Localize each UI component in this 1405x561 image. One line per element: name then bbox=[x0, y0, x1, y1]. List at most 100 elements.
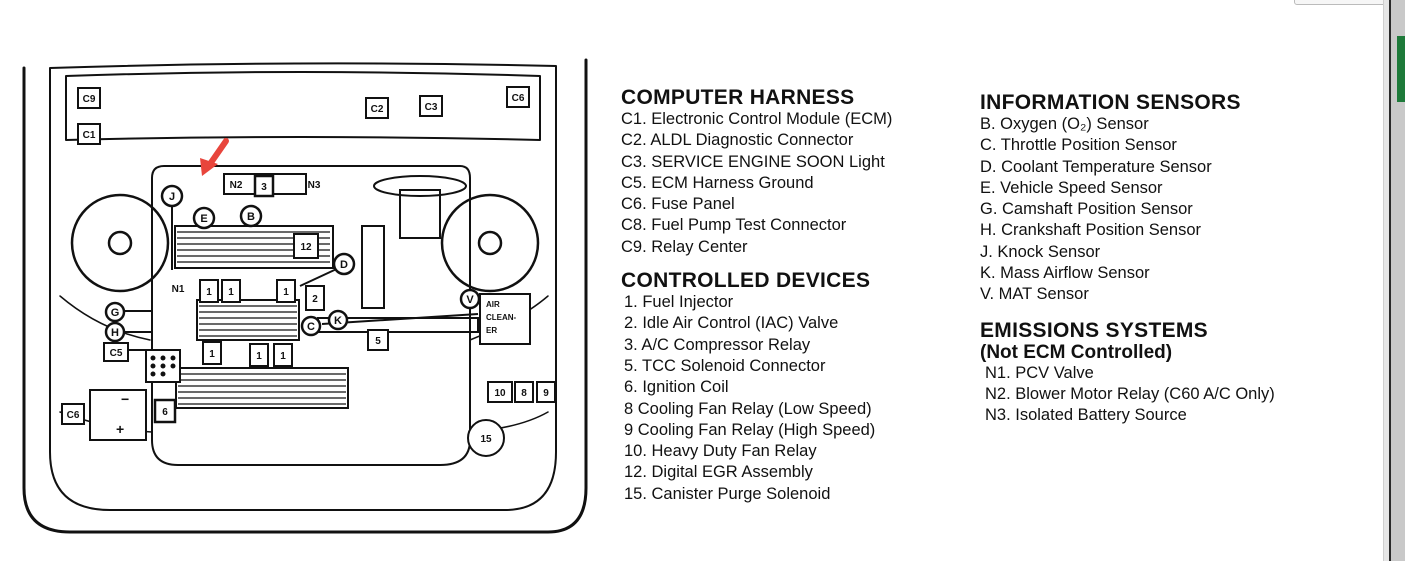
intake-manifold-lower bbox=[196, 299, 300, 341]
svg-text:H: H bbox=[111, 327, 119, 339]
svg-text:+: + bbox=[116, 421, 124, 437]
toolbar-button[interactable] bbox=[1294, 0, 1405, 5]
legend-item: K. Mass Airflow Sensor bbox=[980, 264, 1150, 283]
label-6: 6 bbox=[153, 398, 177, 424]
left-wheel-well bbox=[70, 193, 170, 293]
air-cleaner-label: AIR CLEAN- ER bbox=[479, 293, 531, 345]
scrollbar-thumb[interactable] bbox=[1389, 0, 1405, 561]
cowl-outline bbox=[65, 71, 541, 141]
label-c9: C9 bbox=[77, 87, 101, 109]
label-3: 3 bbox=[253, 174, 275, 198]
label-injector-1b: 1 bbox=[221, 279, 241, 303]
legend-item: C. Throttle Position Sensor bbox=[980, 136, 1177, 155]
computer-harness-section: COMPUTER HARNESS C1. Electronic Control … bbox=[621, 87, 892, 258]
legend-item: C8. Fuel Pump Test Connector bbox=[621, 216, 847, 235]
left-wheel-hub bbox=[107, 230, 133, 256]
emissions-systems-subheading: (Not ECM Controlled) bbox=[980, 341, 1173, 363]
sensor-c: C bbox=[300, 315, 322, 337]
label-injector-1e: 1 bbox=[249, 343, 269, 367]
legend-item: N2. Blower Motor Relay (C60 A/C Only) bbox=[985, 384, 1275, 403]
label-10: 10 bbox=[487, 381, 513, 403]
sensor-k: K bbox=[327, 309, 349, 331]
svg-text:N3: N3 bbox=[308, 180, 321, 191]
svg-text:C6: C6 bbox=[512, 93, 525, 104]
emissions-systems-section: EMISSIONS SYSTEMS (Not ECM Controlled) N… bbox=[980, 318, 1275, 427]
legend-column-left: COMPUTER HARNESS C1. Electronic Control … bbox=[621, 87, 892, 505]
svg-text:CLEAN-: CLEAN- bbox=[486, 313, 517, 322]
legend-item: J. Knock Sensor bbox=[980, 242, 1101, 261]
air-cleaner-box bbox=[399, 189, 441, 239]
relay-block bbox=[145, 349, 181, 383]
legend-item: B. Oxygen (O₂) Sensor bbox=[980, 115, 1149, 133]
label-2: 2 bbox=[305, 285, 325, 311]
svg-text:5: 5 bbox=[375, 336, 381, 347]
svg-text:B: B bbox=[247, 211, 255, 223]
label-c3: C3 bbox=[419, 95, 443, 117]
label-9: 9 bbox=[536, 381, 556, 403]
svg-text:3: 3 bbox=[261, 182, 267, 193]
label-15: 15 bbox=[467, 419, 505, 457]
legend-item: 10. Heavy Duty Fan Relay bbox=[624, 442, 817, 461]
svg-text:N2: N2 bbox=[230, 180, 243, 191]
sensor-d: D bbox=[332, 252, 356, 276]
sensor-g: G bbox=[104, 301, 126, 323]
battery: − + bbox=[89, 389, 147, 441]
right-wheel-well bbox=[440, 193, 540, 293]
svg-text:1: 1 bbox=[228, 287, 234, 298]
svg-text:2: 2 bbox=[312, 294, 318, 305]
information-sensors-section: INFORMATION SENSORS B. Oxygen (O₂) Senso… bbox=[980, 92, 1275, 306]
label-12: 12 bbox=[293, 233, 319, 259]
svg-text:1: 1 bbox=[206, 287, 212, 298]
legend-item: 12. Digital EGR Assembly bbox=[624, 463, 813, 482]
legend-item: C9. Relay Center bbox=[621, 237, 748, 256]
outer-body-outline bbox=[22, 58, 588, 534]
label-5: 5 bbox=[367, 329, 389, 351]
label-injector-1c: 1 bbox=[276, 279, 296, 303]
label-c6-left: C6 bbox=[61, 403, 85, 425]
valve-cover-lower bbox=[175, 367, 349, 409]
legend-item: N1. PCV Valve bbox=[985, 363, 1094, 382]
legend-item: 5. TCC Solenoid Connector bbox=[624, 356, 826, 375]
engine-compartment-diagram: C9 C1 C2 C3 C6 C6 C5 N2 N3 3 N1 12 1 1 1… bbox=[22, 58, 588, 534]
svg-text:1: 1 bbox=[280, 351, 286, 362]
inner-bay-outline bbox=[49, 62, 557, 511]
svg-text:−: − bbox=[121, 391, 129, 407]
svg-text:8: 8 bbox=[521, 388, 527, 399]
label-c5: C5 bbox=[103, 342, 129, 362]
controlled-devices-heading: CONTROLLED DEVICES bbox=[621, 269, 871, 293]
svg-text:E: E bbox=[200, 213, 207, 225]
information-sensors-list: B. Oxygen (O₂) Sensor C. Throttle Positio… bbox=[980, 114, 1275, 306]
svg-text:6: 6 bbox=[162, 407, 168, 418]
computer-harness-list: C1. Electronic Control Module (ECM)C2. A… bbox=[621, 109, 892, 258]
svg-text:ER: ER bbox=[486, 326, 497, 335]
emissions-systems-heading: EMISSIONS SYSTEMS bbox=[980, 318, 1208, 342]
svg-text:D: D bbox=[340, 259, 348, 271]
svg-text:C3: C3 bbox=[425, 102, 438, 113]
status-indicator bbox=[1397, 36, 1405, 102]
legend-item: 15. Canister Purge Solenoid bbox=[624, 484, 831, 503]
sensor-h: H bbox=[104, 321, 126, 343]
svg-text:1: 1 bbox=[209, 349, 215, 360]
svg-text:J: J bbox=[169, 191, 175, 203]
label-c2: C2 bbox=[365, 97, 389, 119]
label-injector-1f: 1 bbox=[273, 343, 293, 367]
svg-text:K: K bbox=[334, 315, 342, 327]
legend-item: 1. Fuel Injector bbox=[624, 293, 734, 312]
information-sensors-heading: INFORMATION SENSORS bbox=[980, 91, 1241, 114]
svg-text:V: V bbox=[466, 294, 474, 306]
label-injector-1a: 1 bbox=[199, 279, 219, 303]
legend-column-right: INFORMATION SENSORS B. Oxygen (O₂) Senso… bbox=[980, 92, 1275, 427]
air-duct-vertical bbox=[361, 225, 385, 309]
legend-item: E. Vehicle Speed Sensor bbox=[980, 178, 1163, 197]
label-c1: C1 bbox=[77, 123, 101, 145]
sensor-j: J bbox=[160, 184, 184, 208]
sensor-b: B bbox=[239, 204, 263, 228]
legend-item: G. Camshaft Position Sensor bbox=[980, 200, 1193, 219]
svg-text:C: C bbox=[307, 321, 315, 333]
legend-item: C6. Fuse Panel bbox=[621, 195, 735, 214]
label-n1: N1 bbox=[172, 284, 185, 295]
svg-text:10: 10 bbox=[494, 388, 506, 399]
legend-item: C5. ECM Harness Ground bbox=[621, 173, 814, 192]
svg-text:G: G bbox=[111, 307, 120, 319]
